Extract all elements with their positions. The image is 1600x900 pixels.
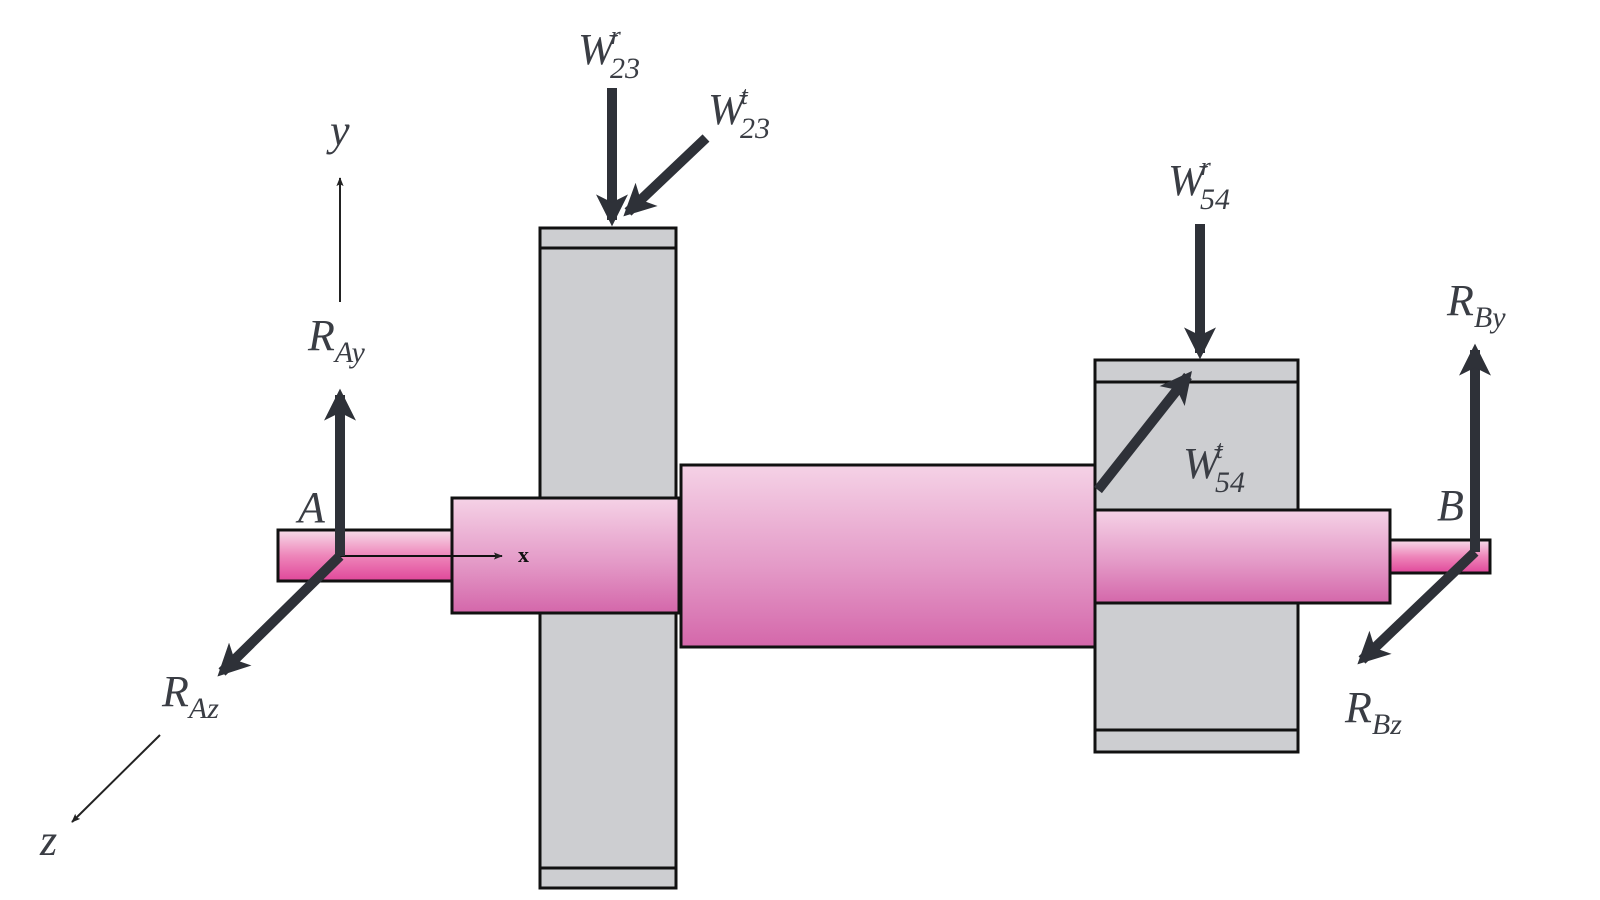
w23-tangential-arrow xyxy=(623,134,710,217)
force-arrows xyxy=(217,88,1492,677)
shaft-center-section xyxy=(679,463,1097,649)
r-ay-label: RAy xyxy=(307,311,366,369)
r-by-label: RBy xyxy=(1446,276,1506,334)
z-axis-label: z xyxy=(39,816,57,865)
x-axis-label: x xyxy=(518,542,529,567)
y-axis-label: y xyxy=(326,106,350,155)
r-az-arrow xyxy=(217,552,344,677)
coordinate-axes: y z x xyxy=(39,106,529,865)
r-bz-label: RBz xyxy=(1344,683,1402,741)
w54-tangential-arrow xyxy=(1094,370,1192,494)
r-bz-arrow xyxy=(1357,548,1479,665)
z-axis-arrow xyxy=(71,734,161,823)
r-az-label: RAz xyxy=(161,667,219,725)
point-a-label: A xyxy=(295,483,326,532)
point-b-label: B xyxy=(1437,481,1464,530)
shaft-gear4-seat xyxy=(1093,508,1392,605)
